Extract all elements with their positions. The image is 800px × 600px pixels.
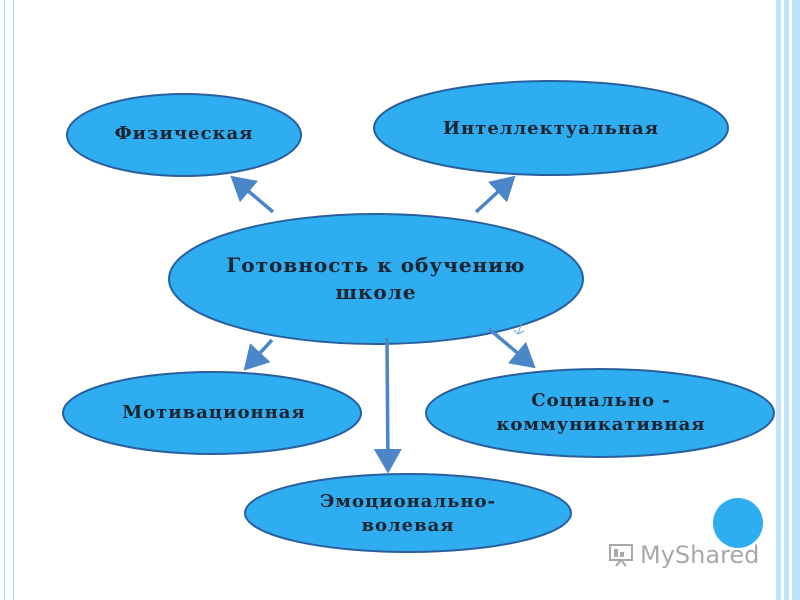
node-social-shape xyxy=(425,368,775,458)
node-motivational: Мотивационная xyxy=(96,394,332,432)
node-physical-label: Физическая xyxy=(114,122,254,144)
node-intellectual-label: Интеллектуальная xyxy=(442,117,659,139)
center-node-label: Готовность к обучению школе xyxy=(226,253,526,304)
node-intellectual: Интеллектуальная xyxy=(410,110,692,148)
watermark-text: MyShared xyxy=(640,541,760,569)
node-emotional-shape xyxy=(244,473,572,553)
arrow-to-physical xyxy=(230,175,275,214)
corner-dot-decoration xyxy=(713,498,763,548)
node-physical-shape xyxy=(66,93,302,177)
node-motivational-shape xyxy=(62,371,362,455)
watermark: MyShared xyxy=(608,540,759,570)
arrow-to-emotional xyxy=(373,337,402,474)
arrow-to-intellectual xyxy=(474,175,516,214)
node-intellectual-shape xyxy=(373,80,729,176)
left-frame-decoration xyxy=(4,0,14,600)
node-social-label: Социально - коммуникативная xyxy=(496,389,706,435)
node-emotional-label: Эмоционально- волевая xyxy=(319,490,496,536)
right-frame-decoration xyxy=(772,0,800,600)
center-node: Готовность к обучению школе xyxy=(200,240,552,318)
arrow-to-social xyxy=(487,327,536,369)
arrow-to-motivational xyxy=(243,338,274,371)
node-physical: Физическая xyxy=(90,115,278,153)
presentation-board-icon xyxy=(609,544,633,567)
node-motivational-label: Мотивационная xyxy=(122,401,306,423)
node-social: Социально - коммуникативная xyxy=(470,384,732,442)
small-arrow-mark xyxy=(513,321,525,335)
center-node-shape xyxy=(168,213,584,345)
node-emotional: Эмоционально- волевая xyxy=(300,486,516,542)
